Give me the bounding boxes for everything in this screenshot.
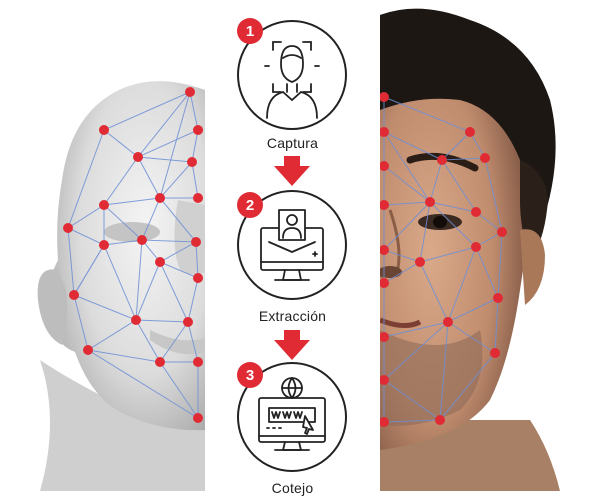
monitor-user-icon [260,209,324,281]
process-steps-column: 1 Captura 2 Extracción [205,0,380,496]
face-landmarks-left [63,87,203,423]
face-scan-icon [264,41,320,119]
step-2-number: 2 [245,196,255,214]
arrow-down-icon [274,156,310,186]
step-2-number-badge: 2 [237,192,263,218]
step-3-number: 3 [245,366,255,384]
human-face-panel [380,0,600,491]
mannequin-face-panel [0,0,205,491]
step-3-circle [237,362,347,472]
human-face-photo [380,0,600,491]
face-landmarks-right [380,92,507,427]
step-3-number-badge: 3 [237,362,263,388]
mannequin-face-illustration [37,81,205,491]
web-browser-icon [258,377,326,451]
step-1-number-badge: 1 [237,18,263,44]
step-3-label: Cotejo [271,480,314,496]
arrow-down-icon [274,330,310,360]
step-1-number: 1 [245,22,255,40]
step-2-label: Extracción [258,308,327,324]
step-1-label: Captura [266,135,319,151]
